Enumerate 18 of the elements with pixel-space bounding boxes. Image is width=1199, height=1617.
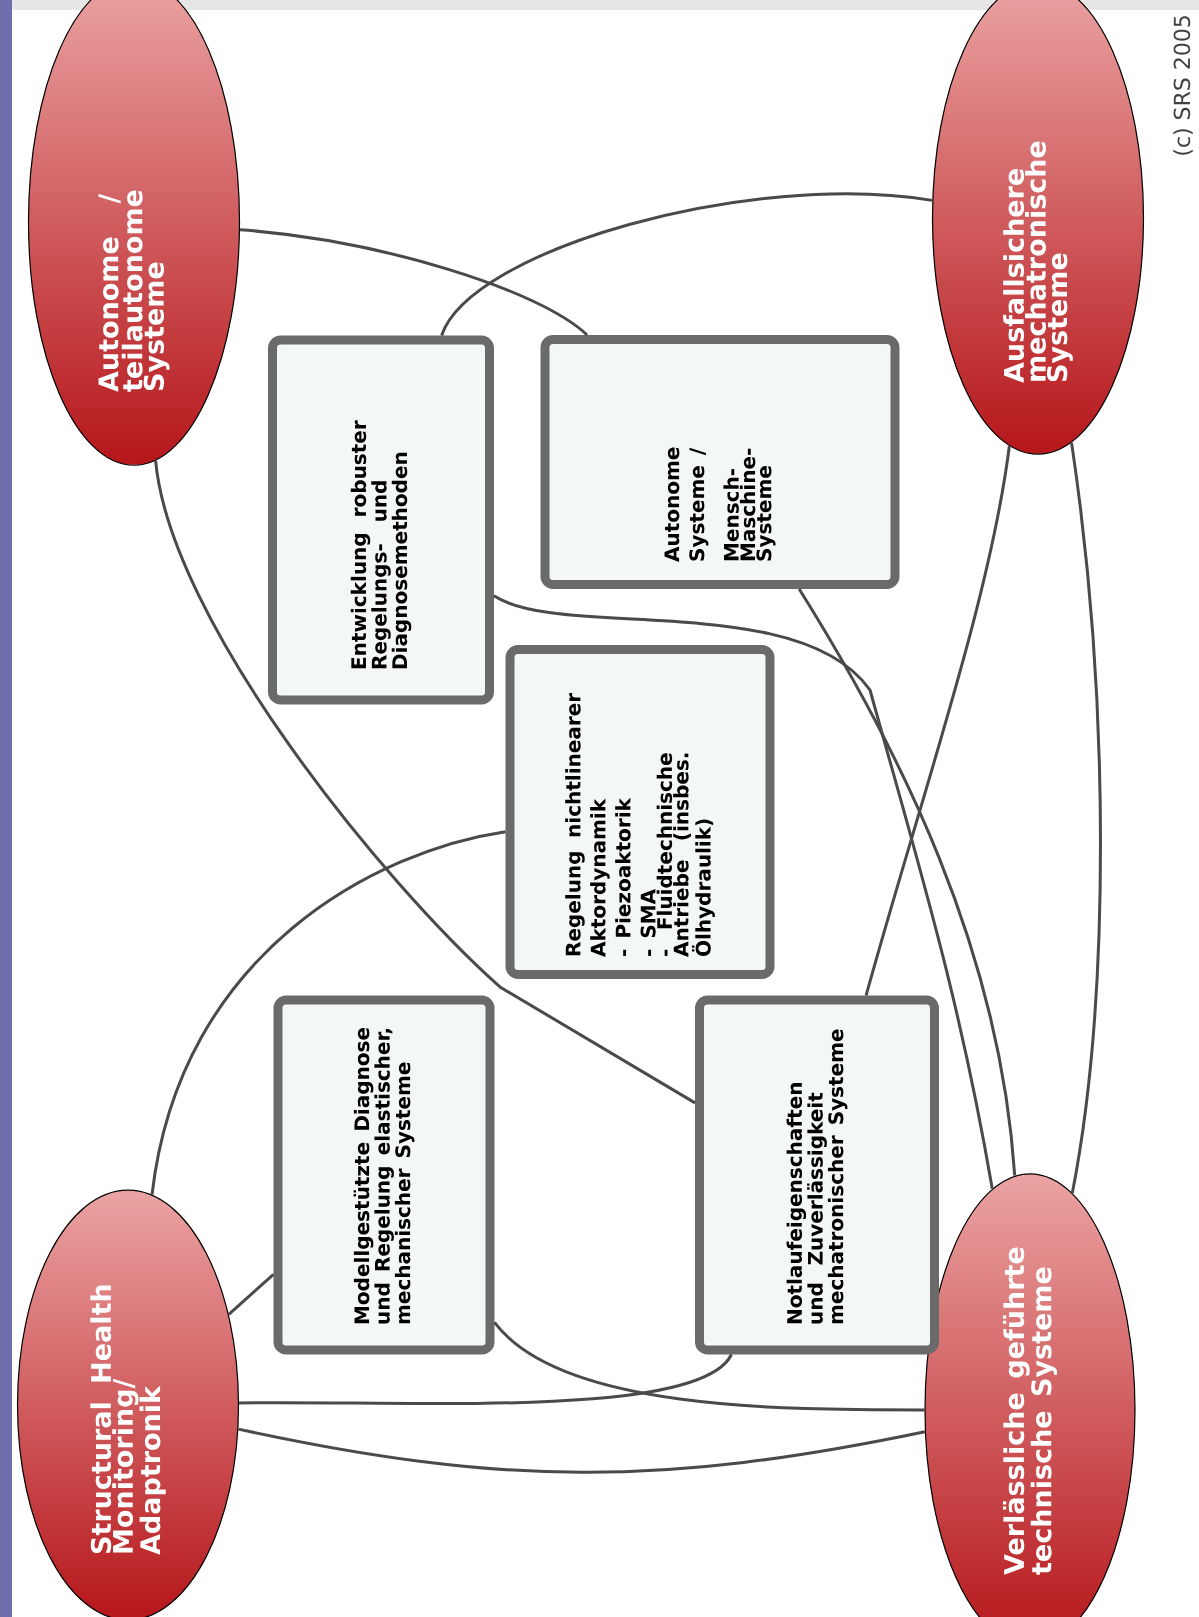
topic-box: Regelung nichtlinearer Aktordynamik - Piezoaktorik - SMA - Fluidtechnische Antriebe (insbes. Ölhydraulik) [505,645,775,979]
connector-line [154,460,696,1105]
connector-line [239,228,589,337]
connector-line [797,588,1017,1176]
connector-line [864,445,1011,996]
connector-line [227,1273,275,1316]
connector-line [150,830,506,1195]
topic-box: Notlaufeigenschaften und Zuverlässigkeit mechatronischer Systeme [695,995,939,1355]
connector-line [493,1321,925,1412]
topic-box: Entwicklung robuster Regelungs- und Diagnosemethoden [268,335,494,705]
connector-line [440,192,933,337]
copyright-note: (c) SRS 2005 [1173,16,1193,155]
connector-line [238,1427,926,1474]
topic-box: Autonome Systeme / Mensch-Maschine-Systeme [540,335,900,589]
topic-box: Modellgestützte Diagnose und Regelung elastischer, mechanischer Systeme [273,995,495,1355]
connector-line [1070,442,1102,1194]
connector-line [493,594,994,1190]
connector-line [239,1353,733,1406]
